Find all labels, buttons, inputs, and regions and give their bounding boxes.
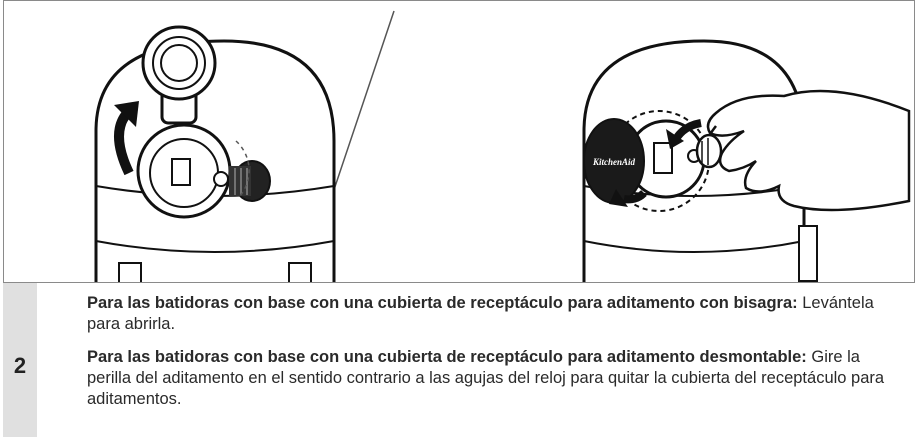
illustration-panel: KitchenAid (3, 0, 915, 283)
removable-cap: KitchenAid (583, 118, 645, 204)
hand-illustration (695, 89, 911, 212)
attachment-hub (136, 123, 232, 219)
instruction-frame: KitchenAid 2 Para las batidor (3, 0, 915, 437)
cap-logo-text: KitchenAid (592, 157, 636, 167)
instruction-heading: Para las batidoras con base con una cubi… (87, 348, 807, 366)
instruction-body: Levántela para abrirla. (87, 294, 874, 333)
rotate-arrows-icon (609, 119, 702, 207)
step-number: 2 (13, 353, 27, 378)
instruction-heading: Para las batidoras con base con una cubi… (87, 294, 798, 312)
step-number-column: 2 (3, 283, 37, 437)
instruction-paragraph-hinged: Para las batidoras con base con una cubi… (87, 293, 907, 335)
hinged-cover-open (141, 25, 217, 125)
instruction-paragraph-removable: Para las batidoras con base con una cubi… (87, 347, 907, 410)
attachment-knob (229, 160, 271, 202)
lift-arrow-icon (114, 101, 139, 176)
step-row: 2 Para las batidoras con base con una cu… (3, 283, 915, 437)
mixer-illustrations: KitchenAid (94, 10, 911, 282)
step-instructions: Para las batidoras con base con una cubi… (87, 293, 907, 422)
instruction-body: Gire la perilla del aditamento en el sen… (87, 348, 885, 408)
